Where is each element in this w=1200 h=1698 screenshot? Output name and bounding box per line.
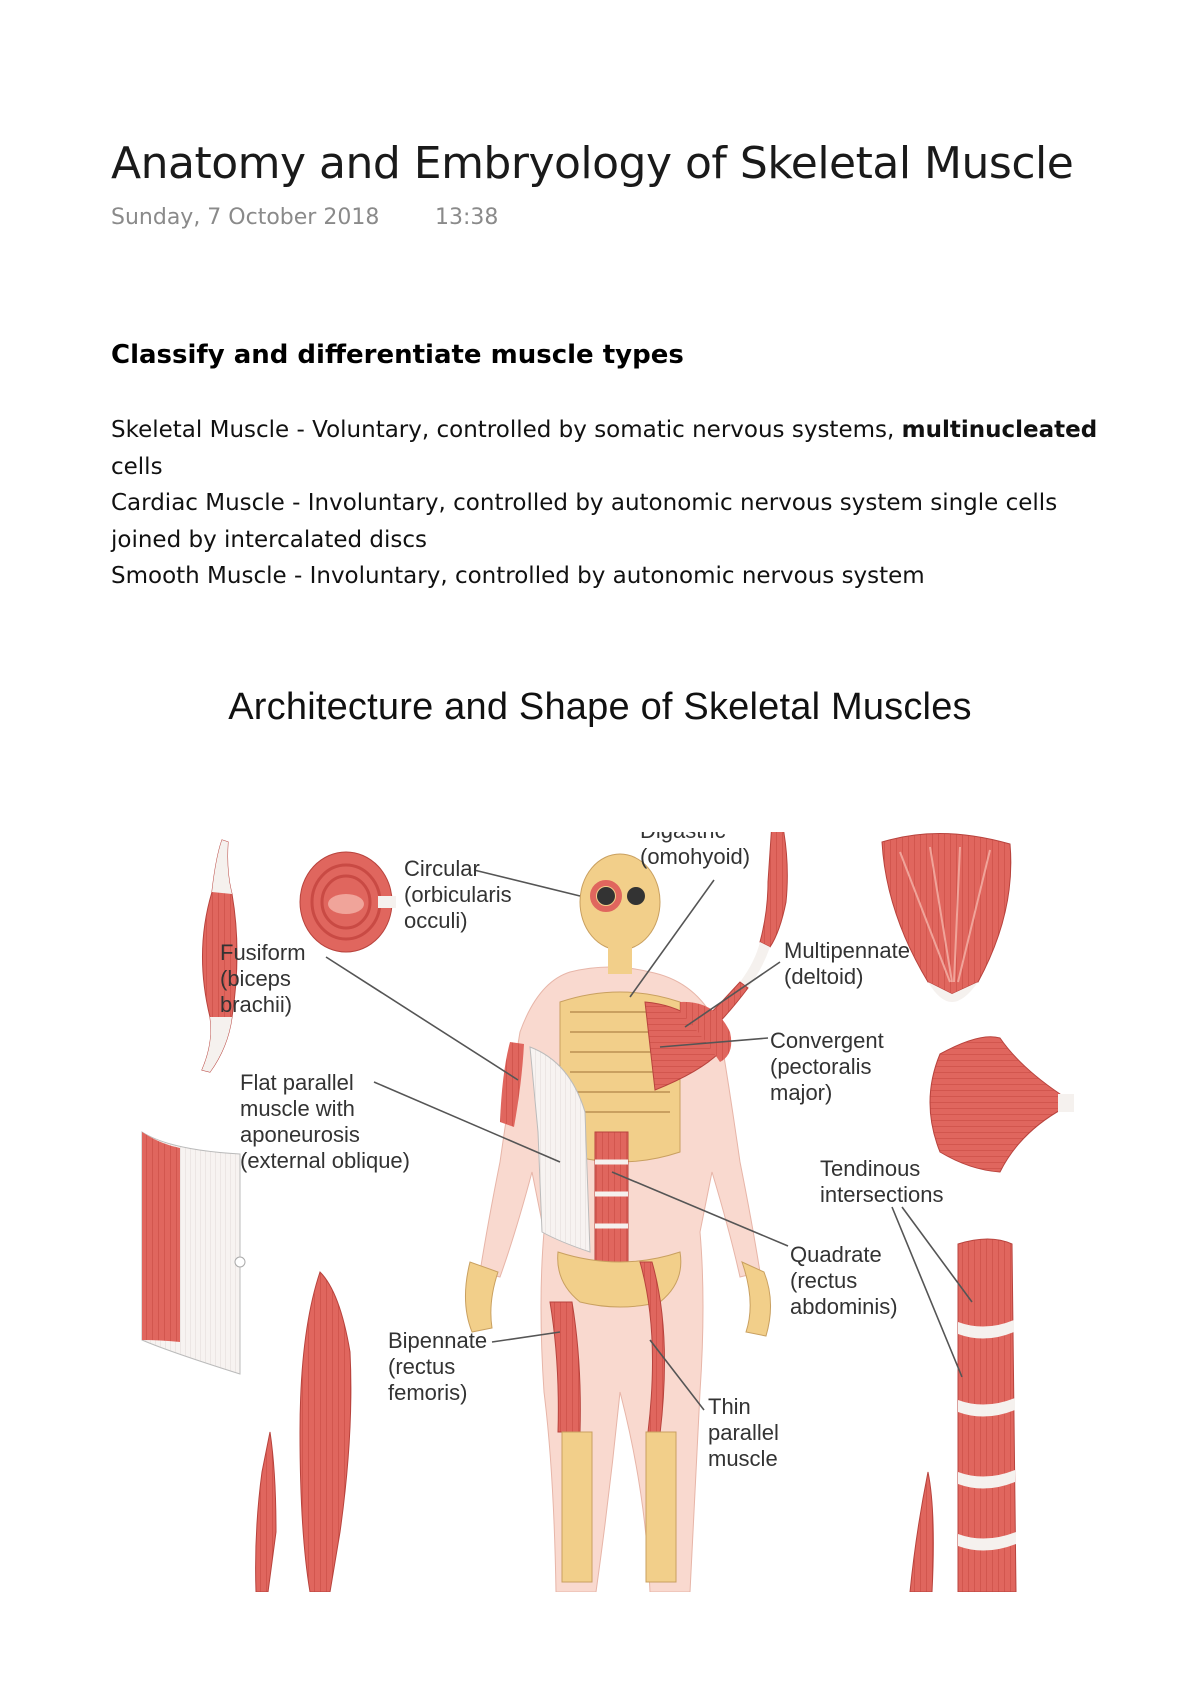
label-line: Multipennate [784,938,910,963]
thin-muscle-fragment-shape [909,1471,934,1592]
muscle-shapes-illustration: Circular (orbicularis occuli) Digastric … [141,832,1074,1592]
long-parallel-muscle-shape [255,1271,352,1592]
muscle-type-skeletal: Skeletal Muscle - Voluntary, controlled … [111,412,1131,485]
page-time: 13:38 [435,205,499,230]
leader-lines [325,869,973,1411]
label-line: (omohyoid) [640,844,750,869]
leader-line-tendinous-2 [891,1206,963,1378]
section-heading: Classify and differentiate muscle types [111,340,684,370]
muscle-type-cardiac: Cardiac Muscle - Involuntary, controlled… [111,485,1131,558]
label-line: femoris) [388,1380,467,1405]
label-quadrate: Quadrate (rectus abdominis) [790,1242,898,1319]
label-thin-parallel: Thin parallel muscle [708,1394,785,1471]
label-line: Fusiform [220,940,306,965]
label-digastric: Digastric (omohyoid) [640,832,750,869]
muscle-type-name: Skeletal Muscle [111,417,290,443]
muscle-type-name: Cardiac Muscle [111,490,285,516]
muscle-shapes-figure: Circular (orbicularis occuli) Digastric … [140,832,1165,1592]
muscle-type-smooth: Smooth Muscle - Involuntary, controlled … [111,558,1131,595]
page-date: Sunday, 7 October 2018 [111,205,380,230]
leader-line-quadrate [611,1171,789,1247]
label-line: Bipennate [388,1328,487,1353]
leader-line-thin-parallel [649,1339,705,1411]
label-line: muscle [708,1446,778,1471]
muscle-type-description: - Involuntary, controlled by autonomic n… [111,490,1058,553]
leader-line-fusiform [325,956,519,1081]
label-line: Quadrate [790,1242,882,1267]
label-circular: Circular (orbicularis occuli) [404,856,518,933]
human-figure [464,853,772,1592]
leader-line-flat-parallel [373,1081,561,1163]
label-tendinous-intersections: Tendinous intersections [820,1156,944,1207]
label-bipennate: Bipennate (rectus femoris) [388,1328,493,1405]
label-line: aponeurosis [240,1122,360,1147]
muscle-type-emphasis: multinucleated [901,417,1098,443]
convergent-muscle-shape [929,1036,1074,1173]
fusiform-muscle-shape [201,839,238,1073]
label-line: Convergent [770,1028,884,1053]
label-line: Tendinous [820,1156,920,1181]
label-line: (orbicularis [404,882,512,907]
label-line: brachii) [220,992,292,1017]
leader-line-convergent [659,1037,769,1048]
tendinous-intersections-shape [957,1238,1017,1592]
label-multipennate: Multipennate (deltoid) [784,938,916,989]
label-fusiform: Fusiform (biceps brachii) [220,940,312,1017]
leader-line-bipennate [491,1331,561,1343]
muscle-type-description-tail: cells [111,453,163,480]
leader-line-digastric [629,879,715,998]
label-line: major) [770,1080,832,1105]
label-line: parallel [708,1420,779,1445]
leader-line-circular [473,869,581,897]
label-line: (external oblique) [240,1148,410,1173]
label-line: (biceps [220,966,291,991]
label-line: occuli) [404,908,468,933]
label-line: Flat parallel [240,1070,354,1095]
label-line: (rectus [388,1354,455,1379]
label-line: (pectoralis [770,1054,871,1079]
label-line: abdominis) [790,1294,898,1319]
flat-parallel-muscle-shape [141,1131,246,1375]
muscle-types-list: Skeletal Muscle - Voluntary, controlled … [111,412,1131,595]
label-line: Circular [404,856,480,881]
label-line: Thin [708,1394,751,1419]
label-line: muscle with [240,1096,355,1121]
label-flat-parallel: Flat parallel muscle with aponeurosis (e… [240,1070,410,1173]
multipennate-muscle-shape [881,833,1012,1002]
muscle-type-description: - Involuntary, controlled by autonomic n… [286,563,925,589]
leader-line-multipennate [684,961,781,1028]
label-line: Digastric [640,832,726,843]
muscle-type-description: - Voluntary, controlled by somatic nervo… [289,417,902,443]
label-line: intersections [820,1182,944,1207]
leader-line-tendinous-1 [901,1206,973,1303]
page-title: Anatomy and Embryology of Skeletal Muscl… [111,138,1074,189]
label-line: (rectus [790,1268,857,1293]
label-convergent: Convergent (pectoralis major) [770,1028,890,1105]
circular-muscle-shape [299,851,396,953]
figure-title: Architecture and Shape of Skeletal Muscl… [228,686,972,728]
muscle-type-name: Smooth Muscle [111,563,287,589]
label-line: (deltoid) [784,964,863,989]
